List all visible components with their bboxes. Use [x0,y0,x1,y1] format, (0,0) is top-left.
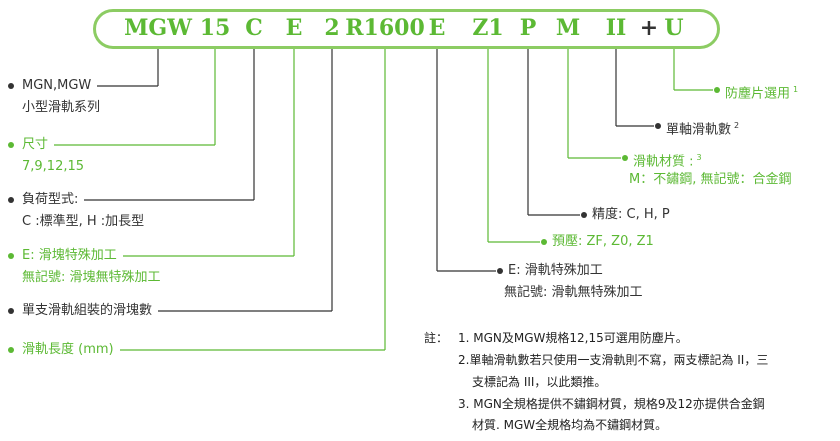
bullet-series [8,83,14,89]
legend-rail-processing-detail-text: 無記號: 滑軌無特殊加工 [504,285,643,300]
legend-accuracy-text: 精度: C, H, P [592,207,670,222]
code-accuracy: P [519,15,537,41]
code-rails-per-axis: II [605,15,627,41]
legend-series: MGN,MGW [22,78,91,94]
legend-preload: 預壓: ZF, Z0, Z1 [552,234,654,250]
legend-size-detail: 7,9,12,15 [22,159,84,175]
legend-material: 滑軌材質 :3 [633,150,702,170]
legend-block-processing-detail-text: 無記號: 滑塊無特殊加工 [22,270,161,285]
bullet-rails-per-axis [655,123,661,129]
legend-block-processing: E: 滑塊特殊加工 [22,248,117,264]
bullet-material [622,155,628,161]
bullet-dust-protection [714,87,720,93]
legend-block-processing-text: E: 滑塊特殊加工 [22,248,117,263]
note-line: 材質. MGW全規格均為不鏽鋼材質。 [472,418,668,432]
model-code-frame [93,9,720,49]
legend-dust-protection-text: 防塵片選用 [725,86,791,102]
bullet-blocks-per-rail [8,308,14,314]
legend-blocks-per-rail: 單支滑軌組裝的滑塊數 [22,303,152,319]
legend-blocks-per-rail-text: 單支滑軌組裝的滑塊數 [22,303,153,318]
legend-material-detail-text: M：不鏽鋼, 無記號：合金鋼 [629,172,792,187]
bullet-accuracy [581,212,587,218]
legend-load-type-detail-text: C :標準型, H :加長型 [22,214,145,229]
note-line: 1. MGN及MGW規格12,15可選用防塵片。 [458,331,688,345]
legend-rail-length-text: 滑軌長度 (mm) [22,342,114,357]
legend-material-text: 滑軌材質 : [633,154,694,170]
code-preload: Z1 [472,15,504,41]
bullet-load-type [8,197,14,203]
legend-size-text: 尺寸 [22,137,49,152]
legend-rails-per-axis-text: 單軸滑軌數 [666,122,732,138]
note-line: 支標記為 III，以此類推。 [472,375,607,389]
legend-load-type: 負荷型式: [22,192,78,208]
bullet-block-processing [8,253,14,259]
legend-size-detail-text: 7,9,12,15 [22,159,85,174]
code-series: MGW [124,15,192,41]
code-load-type: C [245,15,263,41]
legend-block-processing-detail: 無記號: 滑塊無特殊加工 [22,270,161,286]
legend-rail-processing-text: E: 滑軌特殊加工 [508,263,603,278]
legend-series-text: MGN,MGW [22,78,92,93]
code-rail-processing: E [428,15,446,41]
code-blocks-per-rail: 2 [324,15,340,41]
code-rail-length: R1600 [345,15,425,41]
legend-preload-text: 預壓: ZF, Z0, Z1 [552,234,654,249]
legend-size: 尺寸 [22,137,48,153]
legend-dust-protection-footnote-mark: 1 [793,85,799,94]
code-material: M [555,15,581,41]
legend-rail-processing-detail: 無記號: 滑軌無特殊加工 [504,285,643,301]
legend-load-type-detail: C :標準型, H :加長型 [22,214,144,230]
legend-rail-processing: E: 滑軌特殊加工 [508,263,603,279]
bullet-size [8,142,14,148]
notes-prefix: 註： [424,331,449,345]
code-block-processing: E [285,15,303,41]
bullet-rail-processing [497,268,503,274]
note-line: 3. MGN全規格提供不鏽鋼材質，規格9及12亦提供合金鋼 [458,397,765,411]
legend-rail-length: 滑軌長度 (mm) [22,342,114,358]
note-line: 2.單軸滑軌數若只使用一支滑軌則不寫，兩支標記為 II，三 [458,353,769,367]
legend-material-detail: M：不鏽鋼, 無記號：合金鋼 [629,172,791,188]
code-size: 15 [199,15,231,41]
bullet-preload [541,239,547,245]
legend-material-footnote-mark: 3 [696,153,702,162]
legend-series-detail-text: 小型滑軌系列 [22,100,101,115]
code-plus-sign: + [639,15,659,41]
bullet-rail-length [8,347,14,353]
legend-load-type-text: 負荷型式: [22,192,79,207]
legend-accuracy: 精度: C, H, P [592,207,670,223]
code-dust-protection: U [664,15,684,41]
legend-rails-per-axis-footnote-mark: 2 [734,121,740,130]
legend-series-detail: 小型滑軌系列 [22,100,100,116]
